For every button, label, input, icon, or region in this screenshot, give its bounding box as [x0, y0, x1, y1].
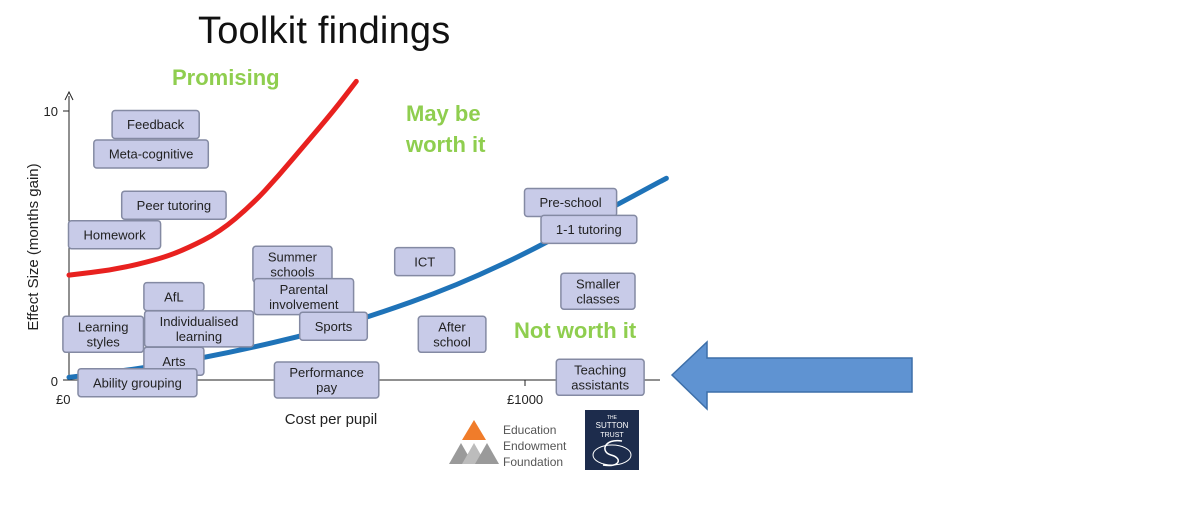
zone-may-be-worth-it: May be worth it [406, 98, 485, 160]
point-feedback: Feedback [111, 109, 200, 140]
pointer-arrow [670, 340, 913, 411]
point-homework: Homework [67, 219, 162, 250]
eef-logo-line-3: Foundation [503, 455, 563, 469]
point-label-feedback-0: Feedback [127, 117, 185, 132]
point-1-1-tutoring: 1-1 tutoring [540, 214, 638, 245]
curve-red [66, 78, 359, 278]
point-label-homework-0: Homework [84, 227, 147, 242]
point-label-smaller-classes-1: classes [576, 291, 620, 306]
eef-logo: Education Endowment Foundation [449, 420, 567, 469]
point-label-performance-pay-0: Performance [289, 365, 363, 380]
point-ict: ICT [393, 246, 456, 277]
point-peer-tutoring: Peer tutoring [120, 190, 227, 220]
eef-logo-mark-right [475, 443, 499, 464]
sutton-trust-logo: THE SUTTON TRUST [585, 410, 639, 470]
sutton-trust-logo-bg [585, 410, 639, 470]
point-label-summer-schools-0: Summer [268, 250, 318, 265]
sutton-trust-logo-line-2: SUTTON [596, 421, 629, 430]
zone-not-worth-it: Not worth it [514, 315, 636, 346]
point-pre-school: Pre-school [523, 187, 618, 218]
eef-logo-line-2: Endowment [503, 439, 567, 453]
point-ability-grouping: Ability grouping [77, 367, 198, 398]
point-label-ict-0: ICT [414, 254, 435, 269]
zone-promising-label: Promising [172, 65, 280, 90]
point-box-homework [67, 219, 162, 250]
point-box-smaller-classes [560, 272, 636, 310]
x-axis-label: Cost per pupil [285, 411, 378, 428]
point-box-ict [393, 246, 456, 277]
point-label-peer-tutoring-0: Peer tutoring [137, 198, 211, 213]
point-afl: AfL [143, 281, 205, 312]
point-box-sports [298, 311, 369, 341]
eef-logo-line-1: Education [503, 423, 556, 437]
sutton-trust-logo-line-3: TRUST [600, 432, 624, 439]
point-label-parental-involvement-1: involvement [269, 297, 339, 312]
point-label-meta-cognitive-0: Meta-cognitive [109, 147, 194, 162]
point-label-learning-styles-0: Learning [78, 319, 129, 334]
point-box-performance-pay [273, 361, 380, 399]
y-axis-arrowhead [64, 90, 74, 101]
point-label-individualised-learning-1: learning [176, 329, 222, 344]
eef-logo-mark-top [462, 420, 486, 440]
y-axis-label: Effect Size (months gain) [25, 163, 42, 330]
point-label-after-school-1: school [433, 334, 471, 349]
point-label-after-school-0: After [438, 319, 466, 334]
zone-may-be-line1: May be [406, 101, 481, 126]
point-label-learning-styles-1: styles [87, 334, 121, 349]
point-sports: Sports [298, 311, 369, 341]
point-box-meta-cognitive [93, 139, 210, 169]
x-tick-label-0: £0 [56, 392, 70, 407]
point-box-ability-grouping [77, 367, 198, 398]
point-label-teaching-assistants-0: Teaching [574, 363, 626, 378]
point-label-parental-involvement-0: Parental [280, 282, 329, 297]
y-tick-label-0: 0 [51, 374, 58, 389]
x-tick-label-1000: £1000 [507, 392, 543, 407]
point-label-sports-0: Sports [315, 319, 353, 334]
point-label-summer-schools-1: schools [270, 265, 315, 280]
point-label-1-1-tutoring-0: 1-1 tutoring [556, 222, 622, 237]
point-box-1-1-tutoring [540, 214, 638, 245]
point-label-individualised-learning-0: Individualised [160, 314, 239, 329]
point-label-smaller-classes-0: Smaller [576, 276, 621, 291]
point-box-feedback [111, 109, 200, 140]
zone-not-worth-label: Not worth it [514, 318, 637, 343]
point-label-teaching-assistants-1: assistants [571, 378, 629, 393]
point-box-peer-tutoring [120, 190, 227, 220]
point-label-performance-pay-1: pay [316, 380, 337, 395]
point-box-learning-styles [62, 315, 145, 354]
point-label-arts-0: Arts [162, 354, 186, 369]
point-label-afl-0: AfL [164, 289, 184, 304]
zone-promising: Promising [172, 62, 280, 93]
zone-may-be-line2: worth it [406, 132, 486, 157]
page-title: Toolkit findings [198, 10, 451, 52]
point-box-teaching-assistants [555, 358, 645, 397]
point-box-after-school [417, 315, 487, 354]
sutton-trust-logo-line-1: THE [607, 415, 618, 421]
y-tick-label-10: 10 [44, 104, 58, 119]
sutton-trust-logo-ring [592, 444, 632, 466]
point-label-ability-grouping-0: Ability grouping [93, 375, 182, 390]
point-label-pre-school-0: Pre-school [540, 195, 602, 210]
point-meta-cognitive: Meta-cognitive [93, 139, 210, 169]
